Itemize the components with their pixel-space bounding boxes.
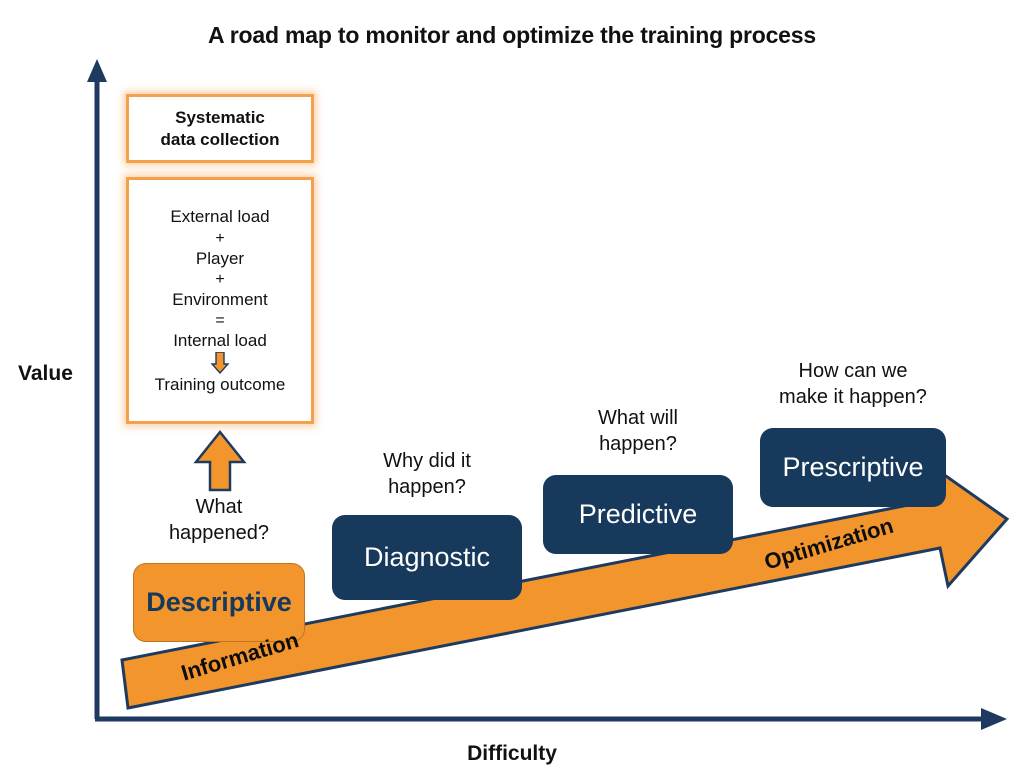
question-predictive: What will happen? <box>597 407 678 455</box>
equation-line-environment: Environment <box>172 290 268 310</box>
stage-box-predictive[interactable]: Predictive <box>543 475 733 554</box>
equation-line-internal-load: Internal load <box>173 331 267 351</box>
down-arrow-icon <box>211 352 229 375</box>
question-diagnostic: Why did it happen? <box>383 450 471 498</box>
stage-box-diagnostic[interactable]: Diagnostic <box>332 515 522 600</box>
x-axis-label: Difficulty <box>467 742 557 765</box>
systematic-line-2: data collection <box>160 129 280 149</box>
stage-box-prescriptive[interactable]: Prescriptive <box>760 428 946 507</box>
equation-line-player: Player <box>195 248 245 268</box>
equation-line-equals: = <box>215 312 225 330</box>
upward-flow-arrow <box>193 429 247 492</box>
question-prescriptive: How can we make it happen? <box>779 360 927 408</box>
question-descriptive: What happened? <box>168 496 270 544</box>
page-title: A road map to monitor and optimize the t… <box>208 22 816 48</box>
stage-box-descriptive[interactable]: Descriptive <box>133 563 305 642</box>
equation-line-plus-2: + <box>215 270 225 288</box>
equation-line-plus-1: + <box>215 229 225 247</box>
equation-line-external-load: External load <box>170 207 270 227</box>
systematic-line-1: Systematic <box>175 107 265 127</box>
equation-line-training-outcome: Training outcome <box>154 375 286 395</box>
y-axis-arrowhead <box>87 59 107 82</box>
systematic-data-collection-box: Systematic data collection <box>126 94 314 163</box>
training-load-equation-box: External load + Player + Environment = I… <box>126 177 314 424</box>
x-axis-arrowhead <box>981 708 1007 730</box>
y-axis-label: Value <box>18 362 73 385</box>
